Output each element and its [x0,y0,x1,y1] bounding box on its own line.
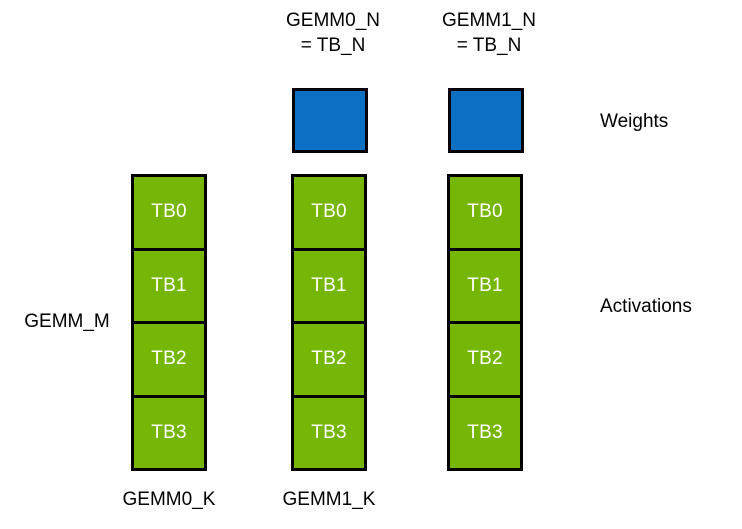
activation-cell-tb3[interactable]: TB3 [131,394,207,471]
label-gemm0-n: GEMM0_N = TB_N [286,10,380,56]
activation-cell-tb3[interactable]: TB3 [447,394,523,471]
label-gemm1-k: GEMM1_K [282,489,376,510]
activation-cell-tb2[interactable]: TB2 [291,321,367,398]
activation-cell-tb2[interactable]: TB2 [131,321,207,398]
label-weights: Weights [600,111,669,132]
activation-column-gemm_m: TB0 TB1 TB2 TB3 [131,174,207,471]
label-activations: Activations [600,296,692,317]
activation-cell-tb0[interactable]: TB0 [131,174,207,251]
activation-column-gemm0: TB0 TB1 TB2 TB3 [291,174,367,471]
activation-cell-tb3[interactable]: TB3 [291,394,367,471]
activation-column-gemm1: TB0 TB1 TB2 TB3 [447,174,523,471]
activation-cell-tb0[interactable]: TB0 [447,174,523,251]
activation-cell-tb1[interactable]: TB1 [291,247,367,324]
activation-cell-tb0[interactable]: TB0 [291,174,367,251]
weights-block-gemm1[interactable] [448,88,524,153]
activation-cell-tb1[interactable]: TB1 [447,247,523,324]
label-gemm1-n: GEMM1_N = TB_N [442,10,536,56]
activation-cell-tb1[interactable]: TB1 [131,247,207,324]
label-gemm0-k: GEMM0_K [122,489,216,510]
label-gemm-m: GEMM_M [24,311,110,332]
activation-cell-tb2[interactable]: TB2 [447,321,523,398]
weights-block-gemm0[interactable] [292,88,368,153]
